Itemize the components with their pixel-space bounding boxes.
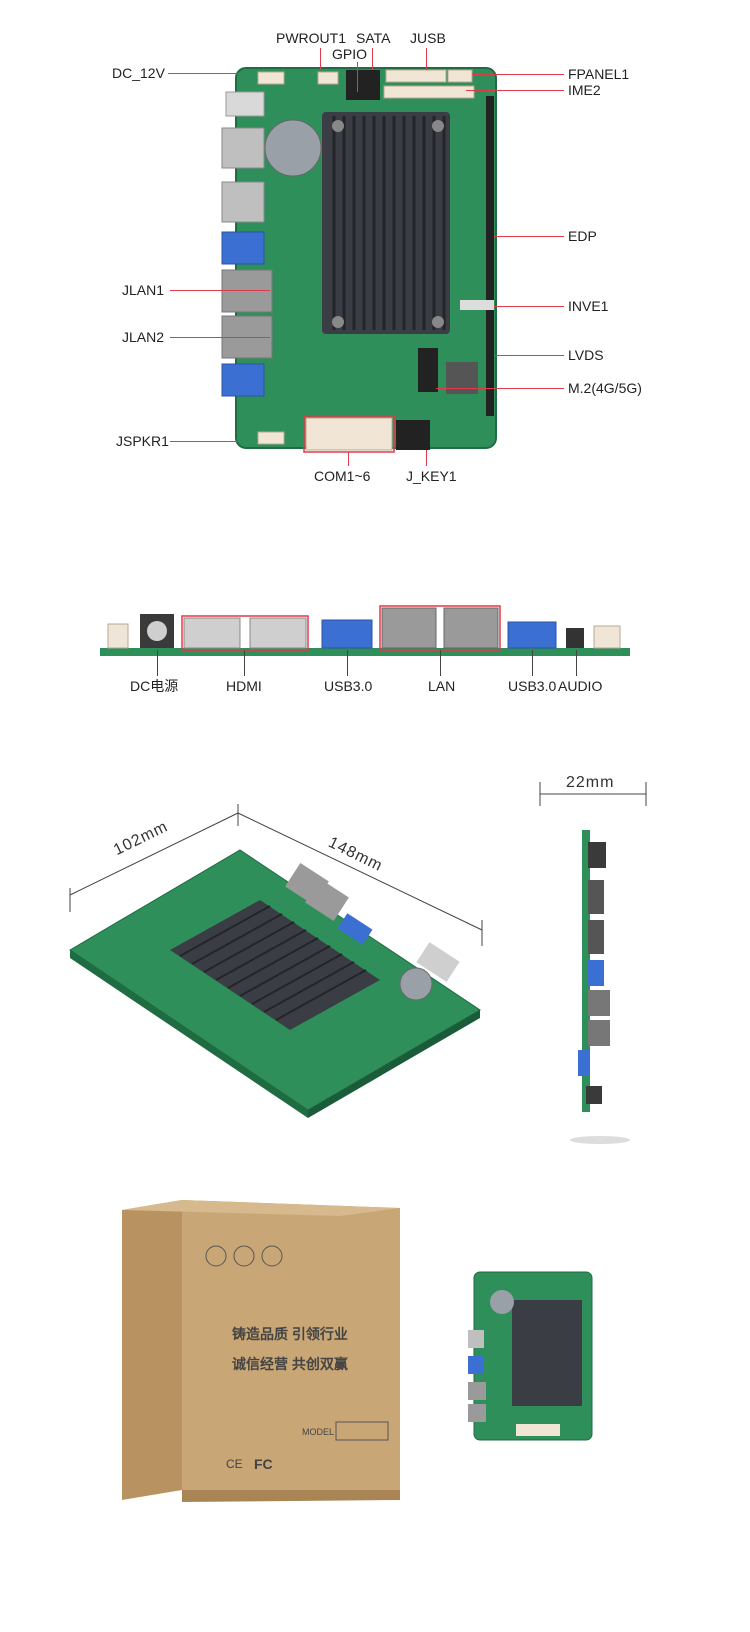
label-usb3-b: USB3.0 xyxy=(508,678,557,694)
callout-line-lvds xyxy=(494,355,564,356)
label-jlan2: JLAN2 xyxy=(122,329,165,345)
label-jspkr1: JSPKR1 xyxy=(116,433,169,449)
dimension-height: 22mm xyxy=(566,774,615,791)
callout-line-gpio xyxy=(357,62,358,92)
callout-line-jusb xyxy=(426,48,427,70)
box-slogan-1: 铸造品质 引领行业 xyxy=(232,1326,348,1342)
label-jusb: JUSB xyxy=(410,30,446,46)
label-jkey1: J_KEY1 xyxy=(406,468,457,484)
box-slogan-2: 诚信经营 共创双赢 xyxy=(232,1356,348,1372)
label-m2: M.2(4G/5G) xyxy=(568,380,642,396)
box-fc-mark: FC xyxy=(254,1456,273,1472)
label-sata: SATA xyxy=(356,30,391,46)
label-dc-12v: DC_12V xyxy=(112,65,165,81)
packaging-view: 铸造品质 引领行业 诚信经营 共创双赢 MODEL FC CE xyxy=(0,1190,750,1630)
callout-line-m2 xyxy=(436,388,564,389)
side-line-audio xyxy=(576,650,577,676)
side-line-dc xyxy=(157,650,158,676)
callout-line-dc xyxy=(168,73,240,74)
label-usb3-a: USB3.0 xyxy=(324,678,373,694)
label-ime2: IME2 xyxy=(568,82,601,98)
label-lan: LAN xyxy=(428,678,456,694)
callout-line-com xyxy=(348,452,349,466)
label-lvds: LVDS xyxy=(568,347,604,363)
side-line-hdmi xyxy=(244,650,245,676)
side-io-view: DC电源 HDMI USB3.0 LAN USB3.0 AUDIO xyxy=(0,590,750,710)
box-model-label: MODEL xyxy=(302,1427,335,1437)
dimension-view: 102mm 148mm 22mm xyxy=(0,760,750,1160)
side-line-usb-a xyxy=(347,650,348,676)
callout-line-edp xyxy=(494,236,564,237)
label-edp: EDP xyxy=(568,228,597,244)
callout-line-jlan2 xyxy=(170,337,270,338)
label-audio: AUDIO xyxy=(558,678,603,694)
label-com: COM1~6 xyxy=(314,468,371,484)
label-hdmi: HDMI xyxy=(226,678,262,694)
top-view-board: PWROUT1 SATA JUSB GPIO DC_12V FPANEL1 IM… xyxy=(0,0,750,500)
side-io-illustration xyxy=(100,605,630,656)
box-ce-mark: CE xyxy=(226,1457,243,1471)
callout-line-ime xyxy=(466,90,564,91)
dimension-illustration xyxy=(69,782,647,1144)
side-line-usb-b xyxy=(532,650,533,676)
callout-line-sata xyxy=(372,48,373,70)
callout-line-inve xyxy=(494,306,564,307)
label-inve1: INVE1 xyxy=(568,298,609,314)
callout-line-fpanel xyxy=(472,74,564,75)
callout-line-jlan1 xyxy=(170,290,270,291)
board-top-illustration xyxy=(221,67,497,453)
callout-line-jkey xyxy=(426,450,427,466)
callout-line-jspkr xyxy=(170,441,258,442)
label-gpio: GPIO xyxy=(332,46,368,62)
side-line-lan xyxy=(440,650,441,676)
label-dc-power: DC电源 xyxy=(130,678,179,694)
packaging-illustration xyxy=(122,1200,593,1502)
label-fpanel1: FPANEL1 xyxy=(568,66,630,82)
label-pwrout1: PWROUT1 xyxy=(276,30,346,46)
label-jlan1: JLAN1 xyxy=(122,282,165,298)
callout-line-pwrout1 xyxy=(320,48,321,70)
